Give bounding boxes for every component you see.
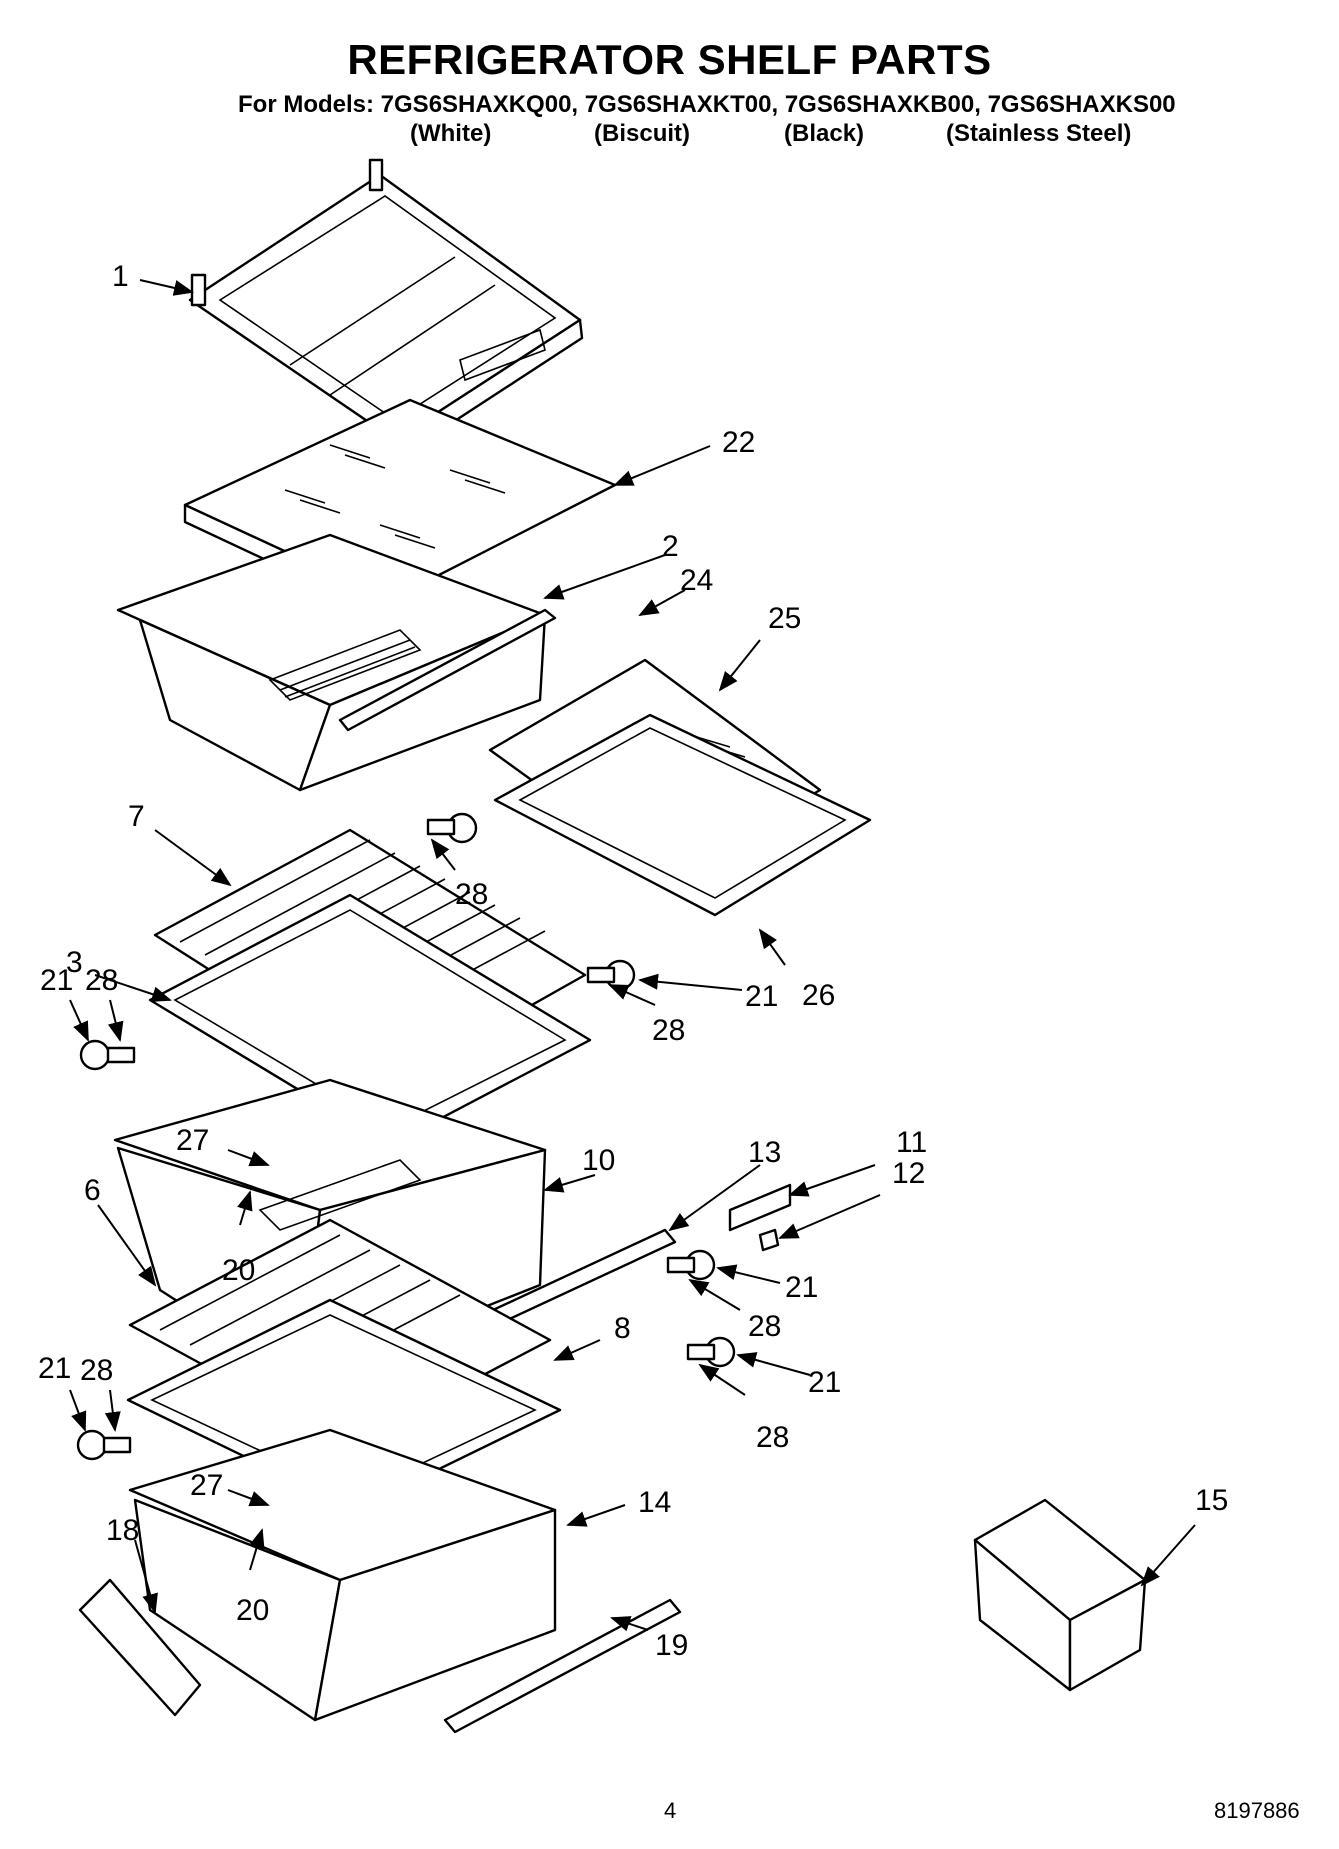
callout-14: 14 <box>638 1486 671 1519</box>
callout-7: 7 <box>128 800 145 833</box>
callout-11: 11 <box>896 1126 927 1159</box>
callout-15: 15 <box>1195 1484 1228 1517</box>
callout-28: 28 <box>80 1354 113 1387</box>
callout-24: 24 <box>680 564 713 597</box>
callout-22: 22 <box>722 426 755 459</box>
callout-20: 20 <box>222 1254 255 1287</box>
callout-10: 10 <box>582 1144 615 1177</box>
page-number: 4 <box>664 1798 677 1823</box>
part-11-bracket <box>728 1183 792 1232</box>
callout-25: 25 <box>768 602 801 635</box>
part-15-bin <box>973 1498 1147 1692</box>
page-title: REFRIGERATOR SHELF PARTS <box>347 36 992 83</box>
callout-19: 19 <box>655 1629 688 1662</box>
callout-8: 8 <box>614 1312 631 1345</box>
callout-21: 21 <box>40 964 73 997</box>
callout-28: 28 <box>756 1421 789 1454</box>
variant-stainless-steel: (Stainless Steel) <box>946 120 1132 147</box>
callout-13: 13 <box>748 1136 781 1169</box>
part-24-rail <box>338 608 557 732</box>
leader-lines <box>69 279 1196 1632</box>
part-2-crisper-drawer <box>116 533 547 792</box>
callout-21: 21 <box>785 1271 818 1304</box>
callout-28: 28 <box>455 878 488 911</box>
callout-28: 28 <box>85 964 118 997</box>
callout-2: 2 <box>662 530 679 563</box>
callout-27: 27 <box>176 1124 209 1157</box>
part-21-28-fasteners <box>76 812 736 1461</box>
variant-white: (White) <box>410 120 492 147</box>
callout-6: 6 <box>84 1174 101 1207</box>
models-line: For Models: 7GS6SHAXKQ00, 7GS6SHAXKT00, … <box>238 91 1176 118</box>
part-14-drawer <box>128 1428 557 1722</box>
variant-biscuit: (Biscuit) <box>594 120 690 147</box>
callout-20: 20 <box>236 1594 269 1627</box>
callout-21: 21 <box>808 1366 841 1399</box>
variant-black: (Black) <box>784 120 865 147</box>
part-19-rail <box>443 1598 682 1734</box>
callout-12: 12 <box>892 1157 925 1190</box>
callout-21: 21 <box>745 980 778 1013</box>
part-18-label-plate <box>78 1578 202 1717</box>
callout-1: 1 <box>112 260 129 293</box>
callout-18: 18 <box>106 1514 139 1547</box>
part-26-shelf-frame <box>493 713 872 917</box>
callout-3: 3 <box>66 946 83 979</box>
document-number: 8197886 <box>1214 1798 1300 1823</box>
part-12-clip <box>758 1228 780 1252</box>
callout-21: 21 <box>38 1352 71 1385</box>
callout-labels: 1 22 2 24 25 7 28 3 21 28 21 26 28 27 10… <box>38 260 1228 1662</box>
callout-27: 27 <box>190 1469 223 1502</box>
callout-28: 28 <box>652 1014 685 1047</box>
callout-26: 26 <box>802 979 835 1012</box>
callout-28: 28 <box>748 1310 781 1343</box>
